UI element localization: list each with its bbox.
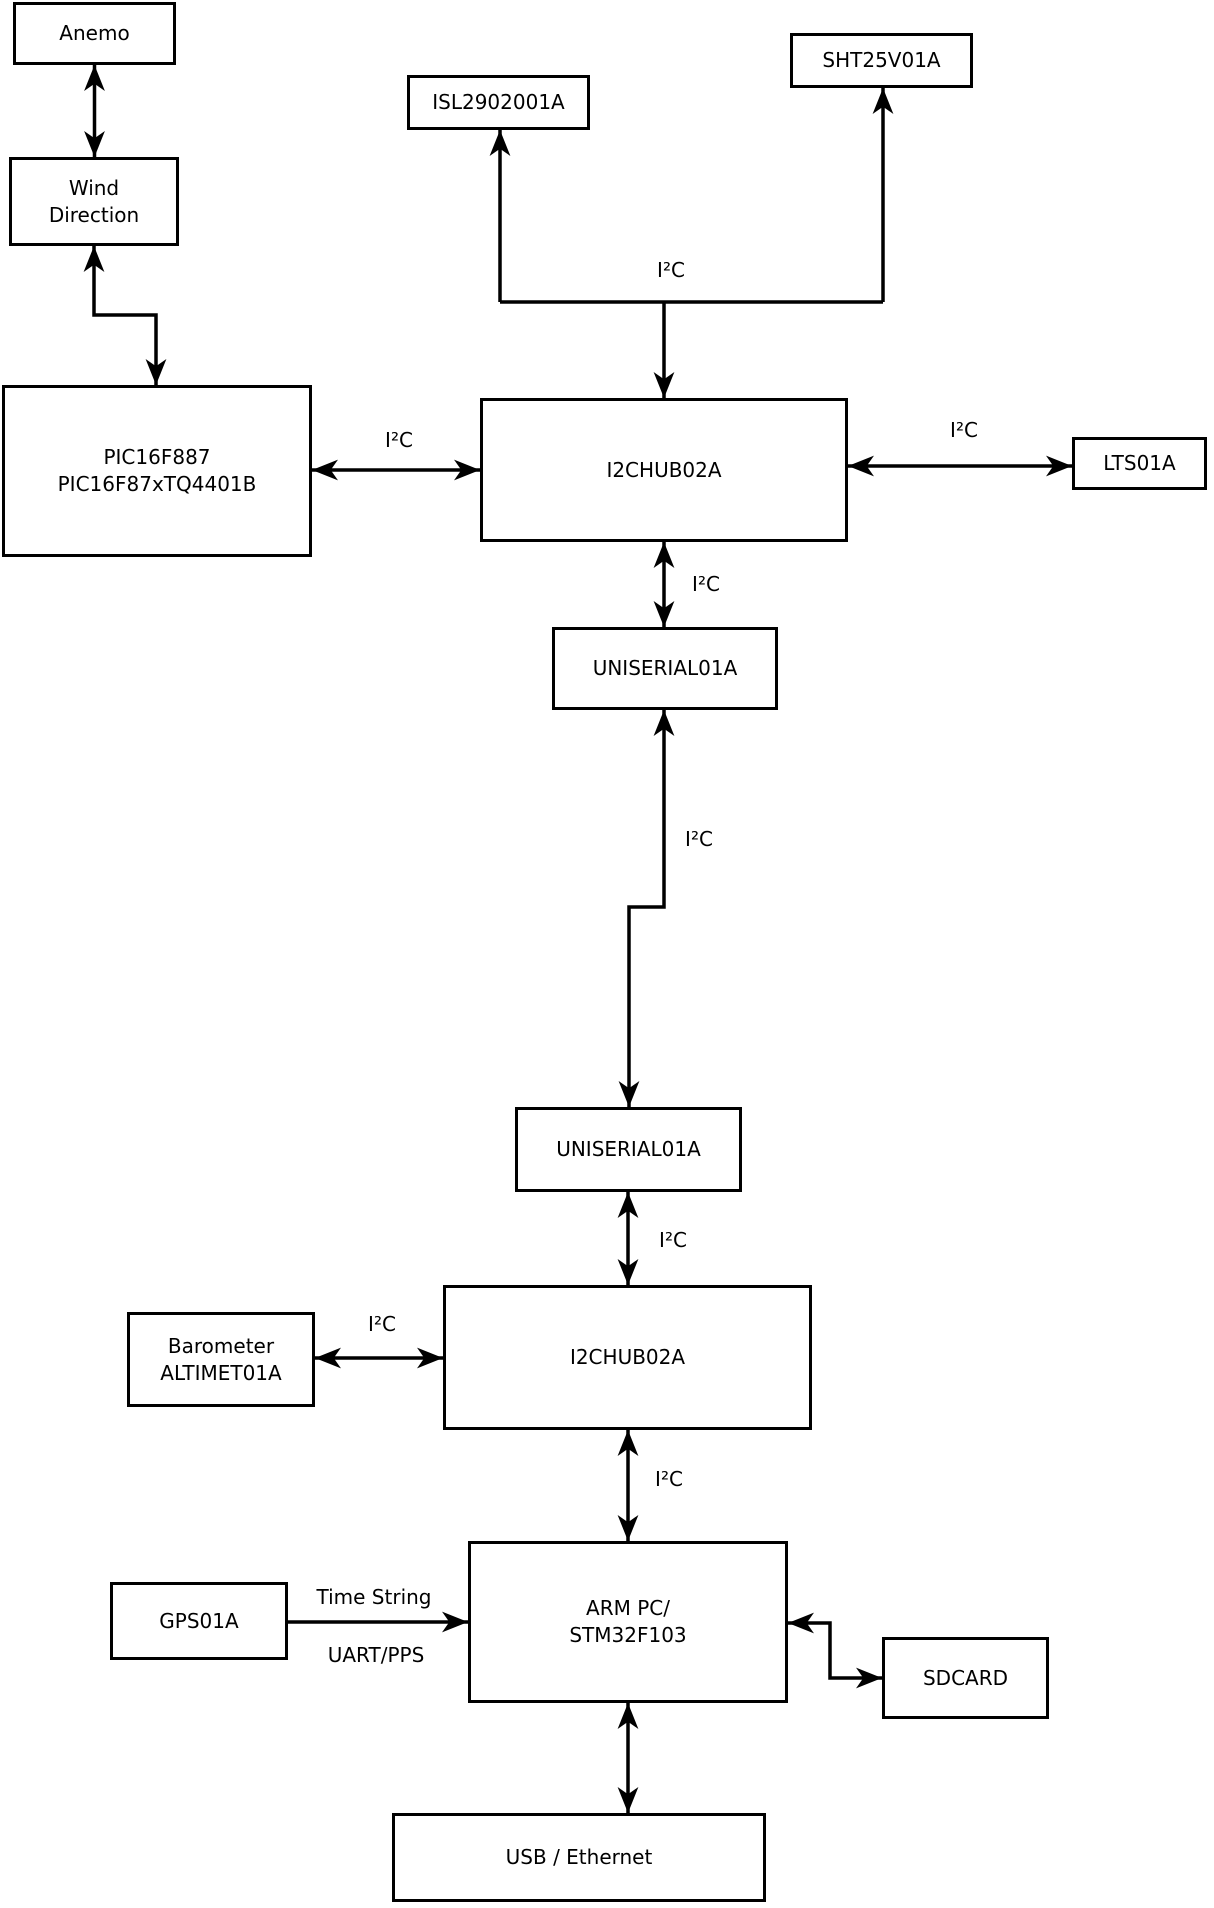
box-lts01a: LTS01A: [1072, 437, 1207, 490]
box-wind-direction-line1: Wind: [68, 175, 120, 200]
box-barometer-altimet01a: Barometer ALTIMET01A: [127, 1312, 315, 1407]
bus-label-time-string: Time String: [316, 1585, 432, 1609]
box-barometer-line2: ALTIMET01A: [160, 1360, 282, 1385]
box-anemo: Anemo: [13, 2, 176, 65]
bus-label-i2c-hub1-uniserial1: I²C: [692, 572, 720, 596]
box-pic16f887: PIC16F887 PIC16F87xTQ4401B: [2, 385, 312, 557]
bus-label-i2c-top: I²C: [657, 258, 685, 282]
box-sdcard: SDCARD: [882, 1637, 1049, 1719]
connector-uniserial1-uniserial2: [618, 710, 675, 1107]
box-anemo-label: Anemo: [59, 21, 130, 45]
box-arm-line1: ARM PC/: [586, 1596, 670, 1620]
box-arm-pc-stm32f103: ARM PC/ STM32F103: [468, 1541, 788, 1703]
bus-label-i2c-hub1-lts: I²C: [950, 418, 978, 442]
box-i2chub02a-bottom-label: I2CHUB02A: [569, 1345, 686, 1369]
box-usb-ethernet-label: USB / Ethernet: [505, 1845, 653, 1869]
box-gps01a: GPS01A: [110, 1582, 288, 1660]
box-sht25v01a: SHT25V01A: [790, 33, 973, 88]
box-arm-line2: STM32F103: [569, 1623, 687, 1647]
box-gps01a-label: GPS01A: [159, 1608, 239, 1633]
bus-label-i2c-pic-hub1: I²C: [385, 428, 413, 452]
bus-label-i2c-barometer-hub2: I²C: [368, 1312, 396, 1336]
box-sht25v01a-label: SHT25V01A: [822, 48, 941, 72]
box-pic16f887-line1: PIC16F887: [103, 445, 211, 469]
box-isl2902001a-label: ISL2902001A: [432, 90, 565, 114]
box-i2chub02a-bottom: I2CHUB02A: [443, 1285, 812, 1430]
box-lts01a-label: LTS01A: [1103, 451, 1176, 475]
box-barometer-line1: Barometer: [167, 1333, 275, 1358]
box-isl2902001a: ISL2902001A: [407, 75, 590, 130]
box-wind-direction-line2: Direction: [48, 202, 140, 227]
box-uniserial01a-upper: UNISERIAL01A: [552, 627, 778, 710]
box-uniserial01a-lower: UNISERIAL01A: [515, 1107, 742, 1192]
box-uniserial01a-lower-label: UNISERIAL01A: [556, 1137, 701, 1161]
box-wind-direction: Wind Direction: [9, 157, 179, 246]
box-i2chub02a-top: I2CHUB02A: [480, 398, 848, 542]
bus-label-i2c-uniserial2-hub2: I²C: [659, 1228, 687, 1252]
connector-winddirection-pic: [83, 246, 167, 385]
bus-label-uart-pps: UART/PPS: [327, 1643, 425, 1667]
box-usb-ethernet: USB / Ethernet: [392, 1813, 766, 1902]
box-sdcard-label: SDCARD: [922, 1665, 1009, 1690]
box-uniserial01a-upper-label: UNISERIAL01A: [592, 656, 738, 680]
bus-label-i2c-uniserial1-uniserial2: I²C: [685, 827, 713, 851]
box-pic16f887-line2: PIC16F87xTQ4401B: [57, 472, 257, 496]
connector-arm-sdcard: [788, 1612, 882, 1689]
bus-label-i2c-hub2-arm: I²C: [655, 1467, 683, 1491]
box-i2chub02a-top-label: I2CHUB02A: [606, 457, 722, 482]
